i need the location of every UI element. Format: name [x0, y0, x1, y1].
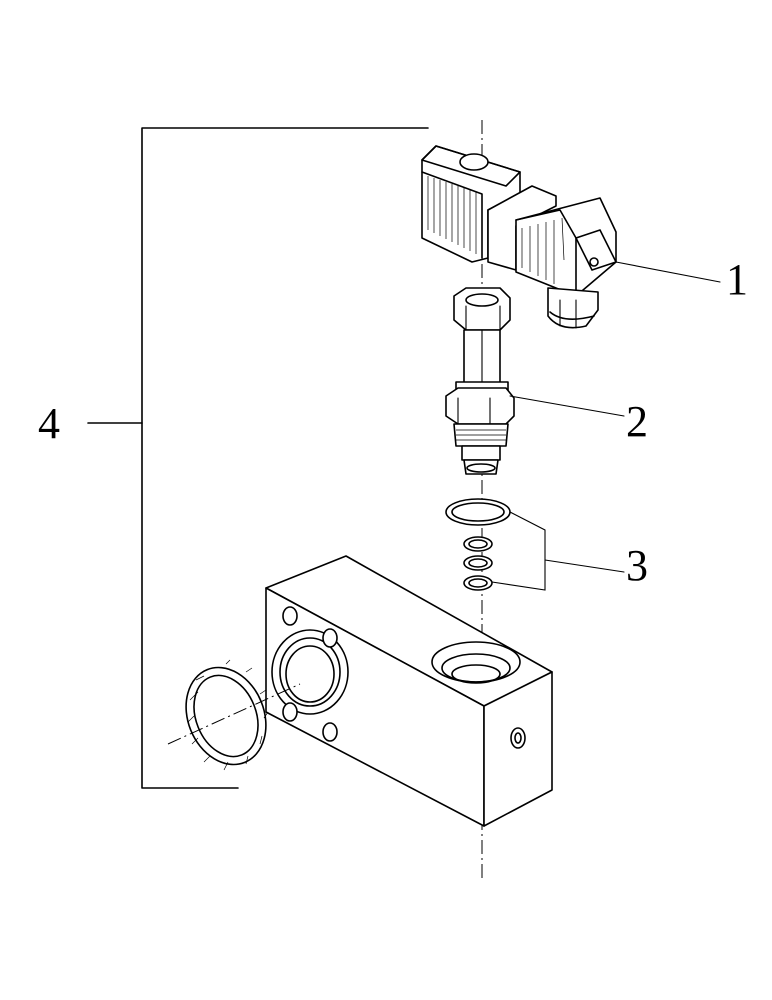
solenoid-coil	[421, 145, 617, 329]
flange-gasket	[185, 659, 269, 771]
assembly-bracket	[87, 127, 429, 789]
leader-line-3	[491, 511, 625, 591]
valve-body-block	[265, 555, 553, 827]
seal-kit	[445, 498, 511, 591]
cartridge-valve	[445, 287, 515, 475]
callout-2: 2	[626, 397, 648, 446]
callout-1: 1	[726, 255, 748, 304]
port-axis-line	[167, 683, 301, 745]
callout-4: 4	[38, 399, 60, 448]
leader-line-2	[509, 395, 625, 417]
callout-3: 3	[626, 541, 648, 590]
leader-line-1	[615, 261, 721, 283]
